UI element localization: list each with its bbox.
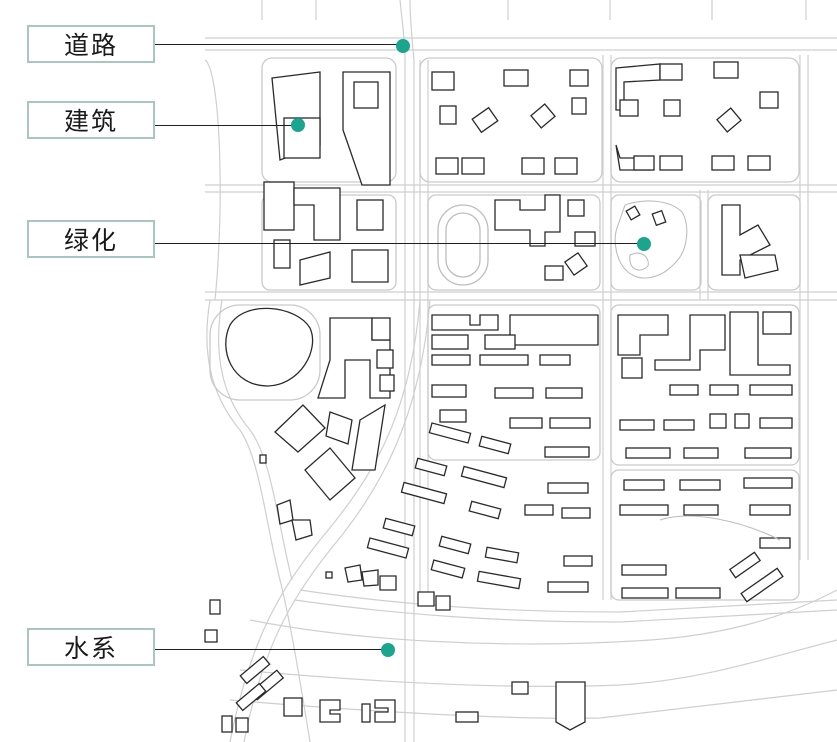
legend-road-text: 道路 [63, 31, 118, 60]
legend-water-label: 水系 [27, 628, 155, 666]
legend-road-marker [396, 39, 410, 53]
legend-building-text: 建筑 [63, 107, 118, 136]
legend-water-leader [155, 649, 383, 650]
legend-building-marker [291, 118, 305, 132]
legend-building-label: 建筑 [27, 101, 155, 139]
legend-water-text: 水系 [63, 634, 118, 663]
legend-road-label: 道路 [27, 25, 155, 63]
legend-greenery-marker [637, 237, 651, 251]
road-network [204, 0, 837, 742]
legend-greenery-text: 绿化 [63, 226, 118, 255]
city-blocks [209, 57, 801, 601]
legend-building-leader [155, 125, 293, 126]
legend-road-leader [155, 44, 399, 45]
legend-water-marker [381, 643, 395, 657]
legend-greenery-label: 绿化 [27, 220, 155, 258]
green-space [614, 200, 781, 541]
legend-greenery-leader [155, 243, 638, 244]
buildings [204, 61, 793, 733]
